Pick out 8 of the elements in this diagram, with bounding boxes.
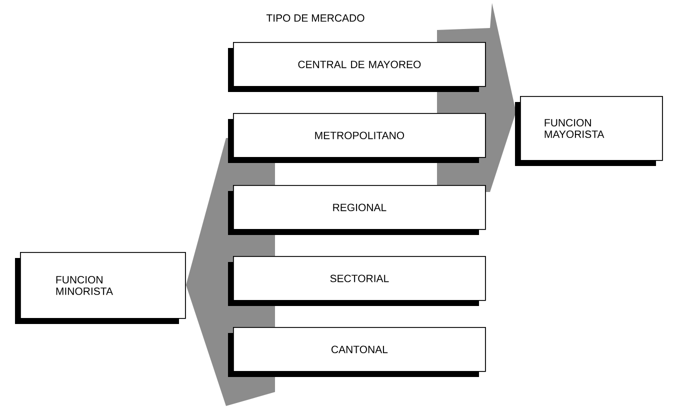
box: FUNCION MINORISTA bbox=[15, 252, 186, 324]
heading: TIPO DE MERCADO bbox=[266, 14, 364, 22]
box: REGIONAL bbox=[228, 185, 486, 235]
box: FUNCION MAYORISTA bbox=[515, 96, 663, 166]
box: SECTORIAL bbox=[228, 256, 486, 306]
box: CANTONAL bbox=[228, 327, 486, 377]
box: CENTRAL DE MAYOREO bbox=[228, 42, 486, 92]
box: METROPOLITANO bbox=[228, 113, 486, 163]
